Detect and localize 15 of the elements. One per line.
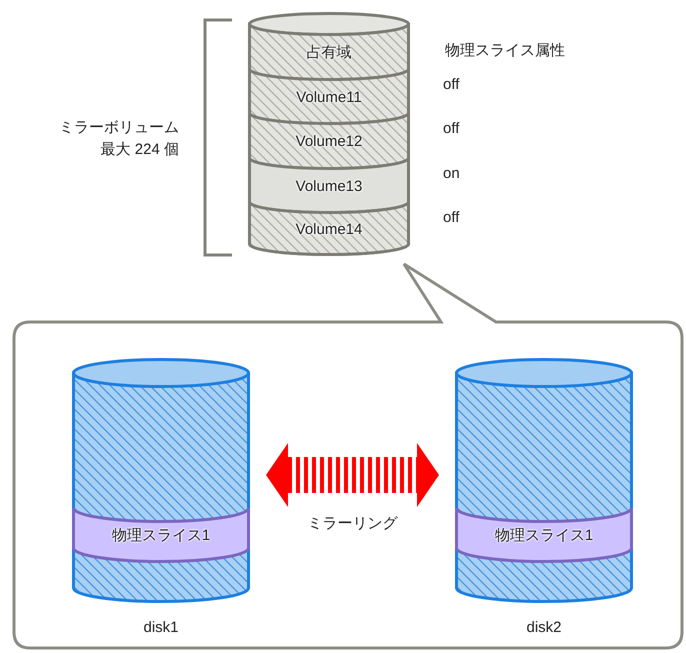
band-label: Volume12 xyxy=(296,134,362,149)
band-label: 物理スライス1 xyxy=(494,528,594,543)
annotation-label: 物理スライス属性 xyxy=(445,41,566,61)
annotation-label: ミラーボリューム最大 224 個 xyxy=(58,118,179,160)
band-label: 占有域 xyxy=(306,45,352,60)
attribute-value: off xyxy=(443,210,460,225)
disk-label: disk2 xyxy=(526,620,562,635)
band-label: Volume14 xyxy=(296,222,362,236)
disk-label: disk1 xyxy=(143,620,179,635)
band-label: 物理スライス1 xyxy=(112,528,210,543)
band-label: Volume13 xyxy=(296,178,362,194)
attribute-value: on xyxy=(443,166,460,181)
attribute-value: off xyxy=(443,121,460,136)
band-label: Volume11 xyxy=(296,90,362,104)
attribute-value: off xyxy=(443,77,460,92)
